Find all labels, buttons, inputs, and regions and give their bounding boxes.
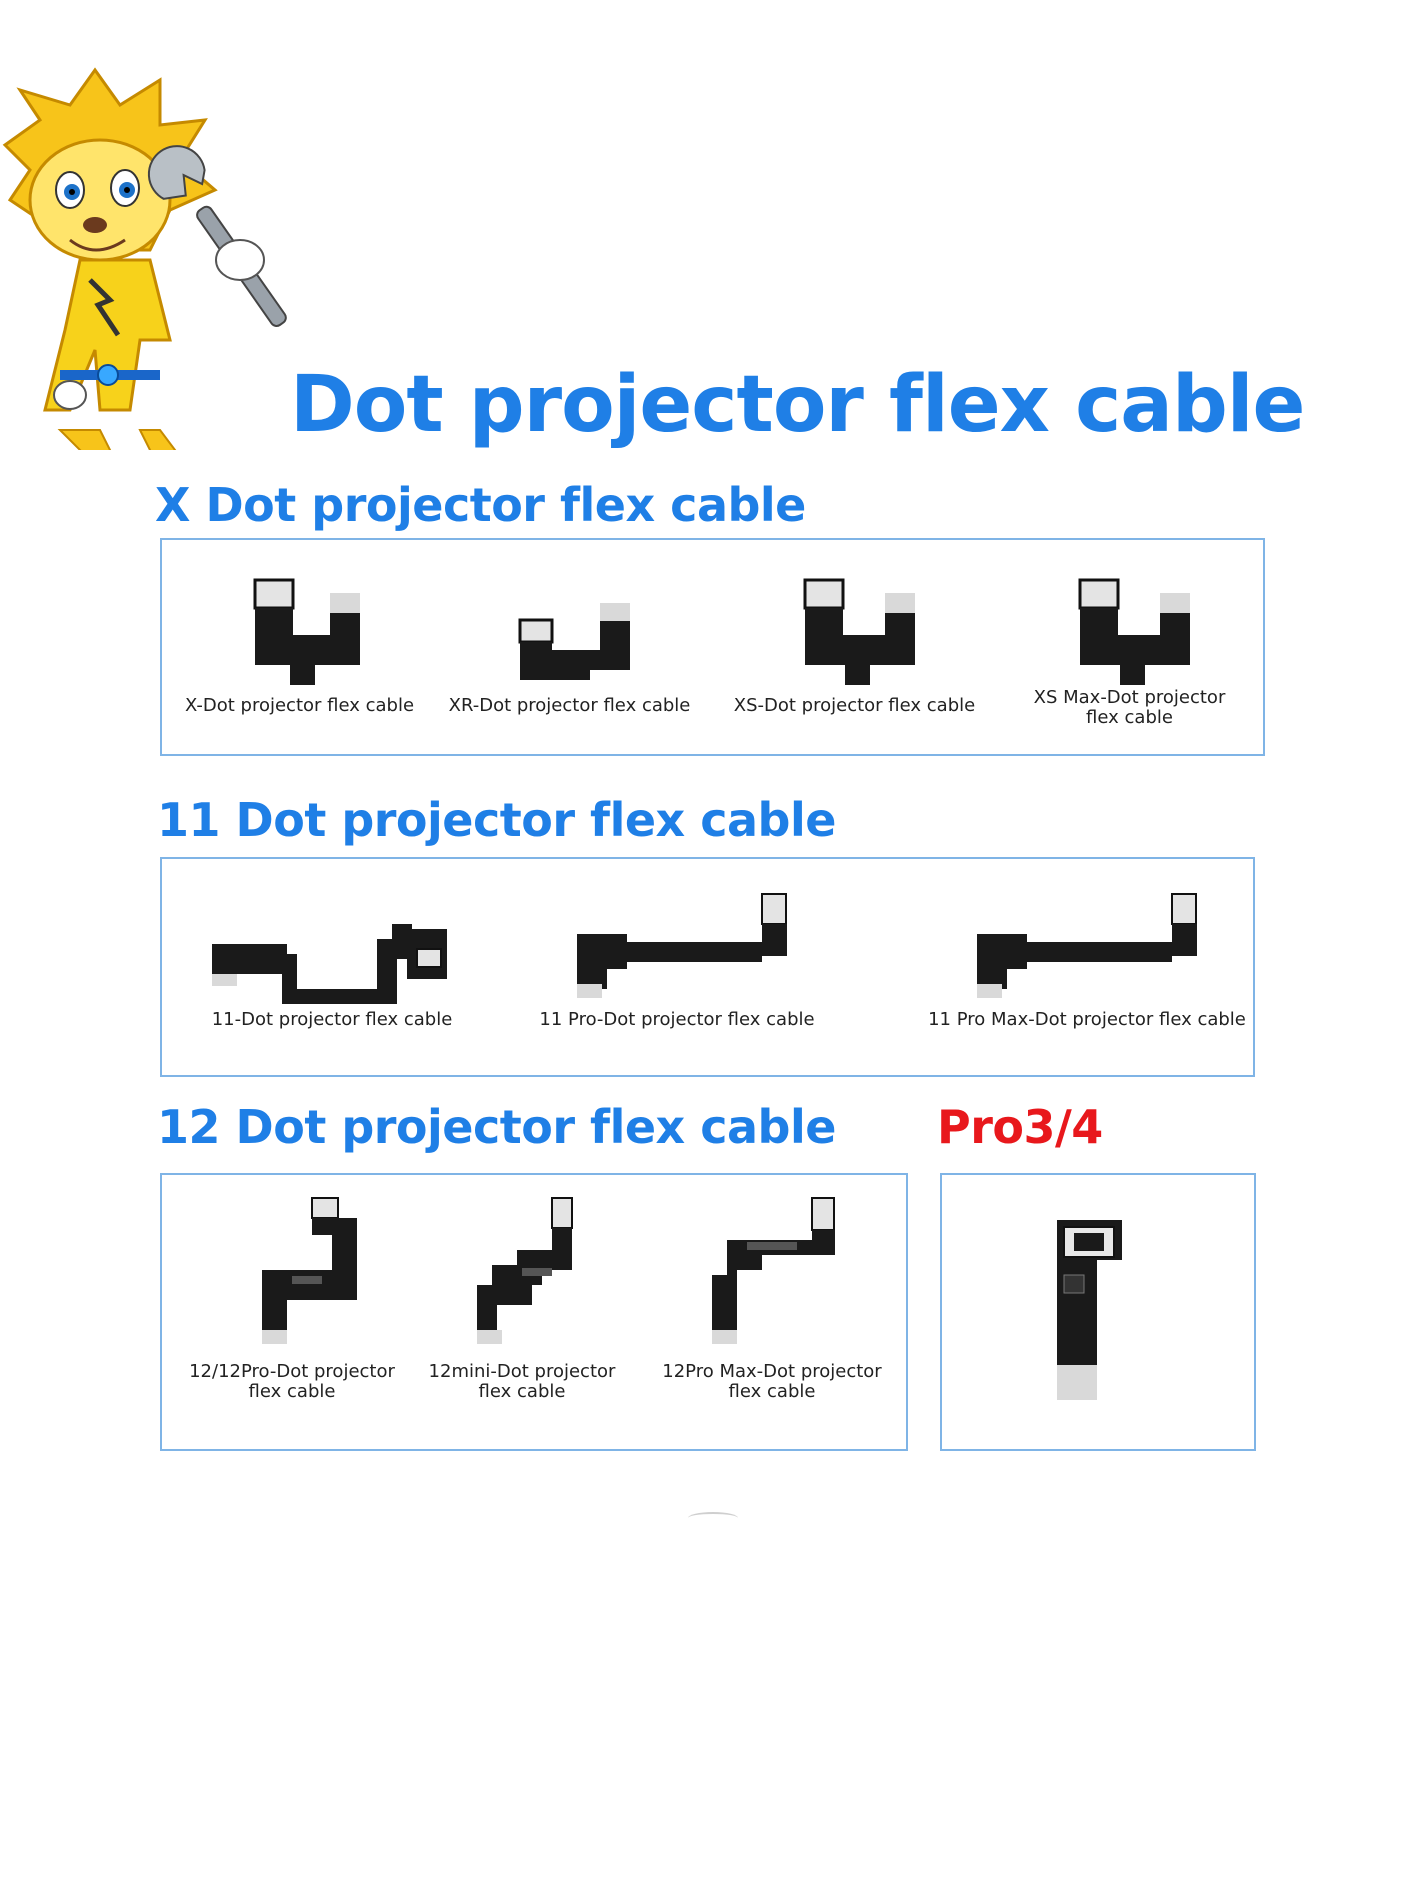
flex-cable-icon bbox=[712, 1197, 835, 1344]
flex-cable-icon bbox=[1057, 1220, 1122, 1400]
flex-cable-icon bbox=[518, 603, 630, 680]
flex-cable-icon bbox=[577, 893, 787, 998]
mascot-lion-logo bbox=[0, 50, 290, 471]
product-11-pro: 11 Pro-Dot projector flex cable bbox=[532, 884, 822, 1030]
product-12-12pro: 12/12Pro-Dot projector flex cable bbox=[177, 1190, 407, 1402]
page-title: Dot projector flex cable bbox=[290, 360, 1305, 450]
flex-cable-icon bbox=[977, 893, 1197, 998]
flex-cable-icon bbox=[212, 924, 447, 1004]
product-label: X-Dot projector flex cable bbox=[184, 695, 415, 716]
product-11-pro-max: 11 Pro Max-Dot projector flex cable bbox=[922, 884, 1252, 1030]
section-title-11: 11 Dot projector flex cable bbox=[157, 793, 836, 847]
section-title-x: X Dot projector flex cable bbox=[155, 478, 806, 532]
flex-cable-icon bbox=[477, 1197, 573, 1344]
loading-indicator bbox=[688, 1512, 738, 1524]
flex-cable-icon bbox=[1078, 578, 1190, 685]
product-label: 11 Pro-Dot projector flex cable bbox=[539, 1009, 815, 1030]
section-title-pro34: Pro3/4 bbox=[937, 1100, 1103, 1154]
product-label: 12Pro Max-Dot projector flex cable bbox=[662, 1361, 882, 1402]
product-label: XS-Dot projector flex cable bbox=[733, 695, 976, 716]
product-label: 11 Pro Max-Dot projector flex cable bbox=[928, 1009, 1246, 1030]
product-xr: XR-Dot projector flex cable bbox=[442, 575, 697, 716]
product-label: 12/12Pro-Dot projector flex cable bbox=[189, 1361, 395, 1402]
flex-cable-icon bbox=[253, 578, 360, 685]
product-label: XR-Dot projector flex cable bbox=[448, 695, 691, 716]
product-label: 11-Dot projector flex cable bbox=[211, 1009, 453, 1030]
section-title-12: 12 Dot projector flex cable bbox=[157, 1100, 836, 1154]
product-x: X-Dot projector flex cable bbox=[172, 575, 427, 716]
product-label: 12mini-Dot projector flex cable bbox=[428, 1361, 616, 1402]
panel-x: X-Dot projector flex cable XR-Dot projec… bbox=[160, 538, 1265, 756]
panel-11: 11-Dot projector flex cable 11 Pro-Dot p… bbox=[160, 857, 1255, 1077]
panel-12: 12/12Pro-Dot projector flex cable 12mini… bbox=[160, 1173, 908, 1451]
product-11: 11-Dot projector flex cable bbox=[182, 904, 482, 1030]
panel-pro34 bbox=[940, 1173, 1256, 1451]
product-xs: XS-Dot projector flex cable bbox=[717, 575, 992, 716]
flex-cable-icon bbox=[262, 1197, 357, 1344]
product-12mini: 12mini-Dot projector flex cable bbox=[412, 1190, 632, 1402]
product-xs-max: XS Max-Dot projector flex cable bbox=[1007, 575, 1252, 728]
product-12pro-max: 12Pro Max-Dot projector flex cable bbox=[642, 1190, 902, 1402]
flex-cable-icon bbox=[803, 578, 915, 685]
product-label: XS Max-Dot projector flex cable bbox=[1033, 687, 1226, 728]
